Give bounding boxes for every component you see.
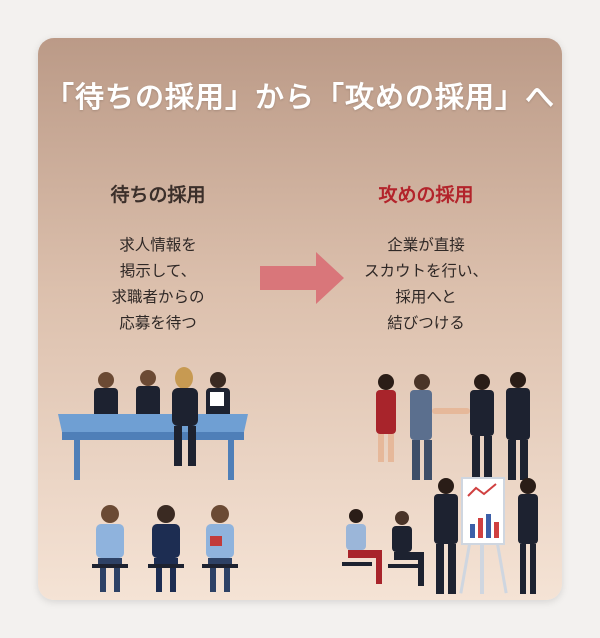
- passive-line-1: 求人情報を: [119, 236, 197, 254]
- active-line-4: 結びつける: [387, 314, 465, 332]
- right-arrow-icon: [260, 252, 344, 304]
- comparison-card: 「待ちの採用」から「攻めの採用」へ 待ちの採用 求人情報を 掲示して、 求職者か…: [38, 38, 562, 600]
- active-line-2: スカウトを行い、: [363, 262, 488, 280]
- active-recruitment-description: 企業が直接 スカウトを行い、 採用へと 結びつける: [306, 232, 546, 336]
- active-line-1: 企業が直接: [387, 236, 465, 254]
- main-title: 「待ちの採用」から「攻めの採用」へ: [44, 80, 555, 114]
- interview-waiting-illustration: [58, 367, 248, 592]
- passive-line-3: 求職者からの: [111, 288, 205, 306]
- active-recruitment-heading: 攻めの採用: [378, 184, 474, 206]
- passive-recruitment-heading: 待ちの採用: [110, 184, 206, 206]
- passive-line-2: 掲示して、: [119, 262, 197, 280]
- passive-line-4: 応募を待つ: [119, 314, 197, 332]
- passive-recruitment-description: 求人情報を 掲示して、 求職者からの 応募を待つ: [38, 232, 278, 336]
- active-line-3: 採用へと: [395, 288, 457, 306]
- scouting-presentation-illustration: [342, 372, 538, 594]
